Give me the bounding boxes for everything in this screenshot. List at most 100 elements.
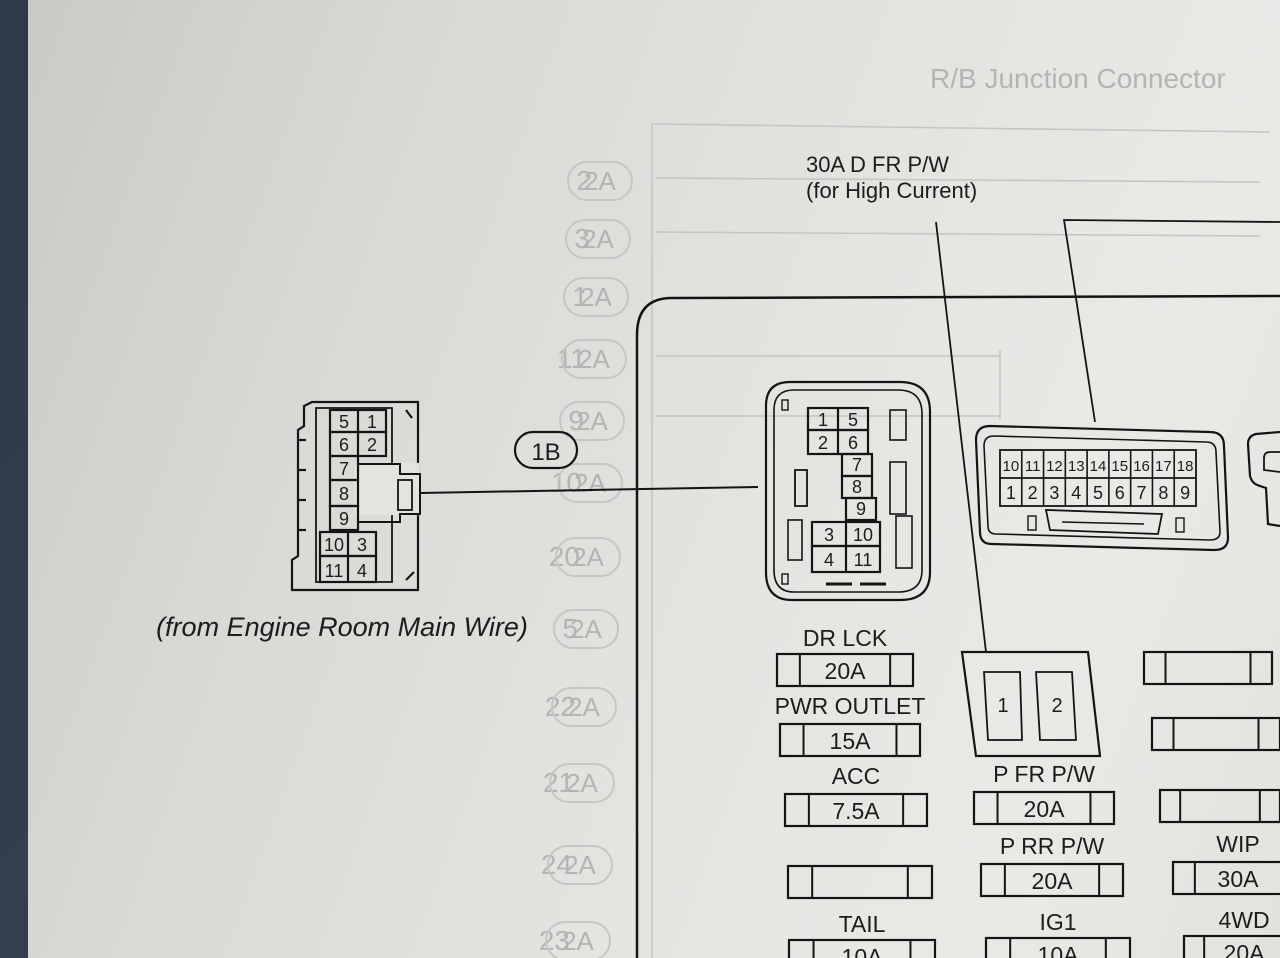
ghost-row-badge — [557, 463, 623, 503]
fuse-name: 4WD — [1218, 907, 1269, 933]
ghost-row-badge — [553, 609, 619, 649]
pin-label: 5 — [848, 410, 858, 430]
pin-label: 2 — [1028, 483, 1038, 503]
connector-1b-male — [290, 400, 421, 592]
ghost-row-number: 24 — [541, 849, 572, 880]
fuse-body — [1158, 788, 1280, 824]
pin-label: 7 — [1137, 483, 1147, 503]
relay — [960, 650, 1102, 758]
pin-label: 1 — [1006, 483, 1016, 503]
fuse-rating: 20A — [1224, 940, 1266, 958]
fuse-name: IG1 — [1039, 909, 1076, 935]
ghost-row-badge — [567, 161, 633, 201]
ghost-row-badge — [559, 401, 625, 441]
fuse-body — [778, 722, 922, 758]
fuse-body — [783, 792, 929, 828]
fuse-body — [1142, 650, 1274, 686]
connector-1b-female — [764, 380, 932, 602]
fuse-name: P RR P/W — [1000, 833, 1105, 859]
fuse-rating: 20A — [1032, 868, 1074, 894]
ghost-row-code: 2A — [570, 614, 602, 644]
fuse-rating: 30A — [1218, 866, 1260, 892]
pin-label: 3 — [824, 525, 834, 545]
high-current-title: 30A D FR P/W — [806, 152, 949, 177]
pin-label: 6 — [848, 433, 858, 453]
fuse-body — [972, 790, 1116, 826]
fuse-body — [1171, 860, 1280, 896]
pin-label: 5 — [1093, 483, 1103, 503]
pin-label: 4 — [824, 550, 834, 570]
ghost-row-code: 2A — [568, 692, 600, 722]
ghost-row-code: 2A — [562, 926, 594, 956]
ghost-row-number: 22 — [545, 691, 576, 722]
fuse-name: DR LCK — [803, 625, 888, 651]
fuse-body — [1150, 716, 1280, 752]
pin-label: 4 — [1071, 483, 1081, 503]
ghost-row-number: 9 — [568, 405, 584, 436]
fuse-body — [1182, 934, 1280, 958]
pin-label: 12 — [1046, 458, 1063, 475]
relay-pin-1: 1 — [997, 695, 1008, 717]
ghost-row-code: 2A — [582, 224, 614, 254]
pin-label: 9 — [1180, 483, 1190, 503]
pin-label: 11 — [854, 550, 873, 570]
fuse-name: P FR P/W — [993, 761, 1095, 787]
ghost-row-badge — [547, 845, 613, 885]
fuse-rating: 20A — [1024, 796, 1066, 822]
ghost-row-number: 1 — [572, 281, 588, 312]
ghost-row-code: 2A — [566, 768, 598, 798]
fuse-body — [787, 938, 937, 958]
partial-connector-right — [1246, 430, 1280, 528]
fuse-body — [786, 864, 934, 900]
high-current-leader — [935, 221, 987, 653]
pin-label: 7 — [339, 459, 349, 479]
connector-link-line — [419, 486, 759, 494]
connector-1b-badge — [513, 430, 579, 470]
pin-label: 4 — [357, 561, 367, 581]
connector-18-pin — [974, 424, 1230, 552]
pin-label: 13 — [1068, 458, 1085, 475]
pin-label: 8 — [852, 477, 862, 497]
pin-label: 6 — [1115, 483, 1125, 503]
connector-1b-caption: (from Engine Room Main Wire) — [156, 612, 528, 642]
connector-1b-right-pins: 1 5 2 6 7 8 9 3 10 4 11 — [818, 410, 873, 570]
pin-label: 3 — [1049, 483, 1059, 503]
pin-label: 14 — [1090, 458, 1107, 475]
ghost-row-badge — [563, 277, 629, 317]
fuse-name: WIP — [1216, 831, 1259, 857]
fuse-name: PWR OUTLET — [775, 693, 926, 719]
fuse-name: TAIL — [839, 911, 886, 937]
ghost-row-badge — [555, 537, 621, 577]
connector-1b-left-pins: 5 1 6 2 7 8 9 10 3 11 4 — [324, 412, 377, 581]
ghost-row-number: 5 — [562, 613, 578, 644]
ghost-row-code: 2A — [576, 406, 608, 436]
pin-label: 2 — [367, 435, 377, 455]
ghost-row-number: 21 — [543, 767, 574, 798]
fuse-rating: 20A — [825, 658, 867, 684]
manual-page — [28, 0, 1280, 958]
ghost-row-badge — [545, 921, 611, 958]
fuse-rating: 7.5A — [832, 798, 880, 824]
pin-label: 7 — [852, 455, 862, 475]
pin-label: 2 — [818, 433, 828, 453]
pin-label: 17 — [1155, 458, 1172, 475]
ghost-row-badge — [565, 219, 631, 259]
connector-18-leader — [1062, 219, 1280, 423]
fuse-rating: 10A — [842, 944, 884, 958]
fuse-body — [984, 936, 1132, 958]
ghost-row-code: 2A — [578, 344, 610, 374]
fuse-body — [979, 862, 1125, 898]
pin-label: 3 — [357, 535, 367, 555]
pin-label: 11 — [1025, 458, 1041, 475]
ghost-title: R/B Junction Connector — [930, 63, 1226, 94]
pin-label: 10 — [324, 535, 344, 555]
pin-label: 8 — [339, 484, 349, 504]
pin-label: 5 — [339, 412, 349, 432]
ghost-row-number: 20 — [549, 541, 580, 572]
ghost-row-code: 2A — [584, 166, 616, 196]
ghost-row-number: 3 — [574, 223, 590, 254]
junction-block-outline — [635, 294, 1280, 958]
